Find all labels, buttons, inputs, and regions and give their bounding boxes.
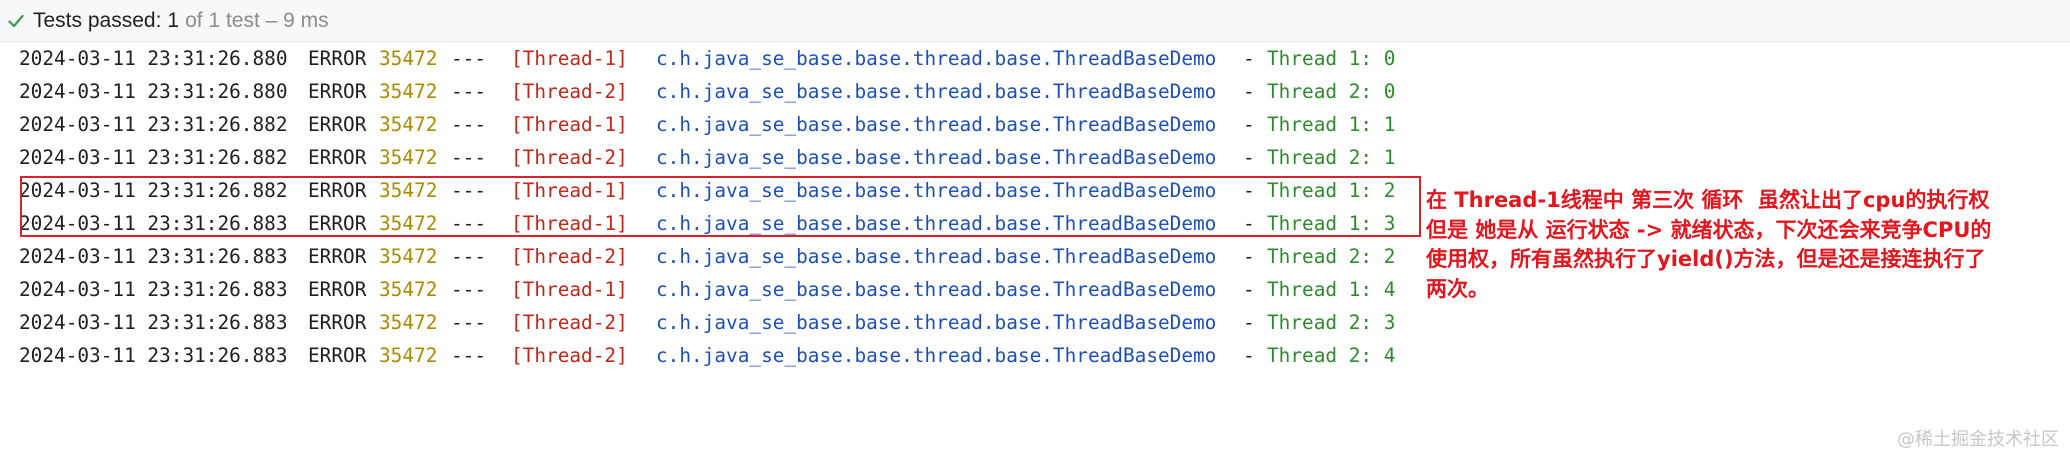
log-logger: c.h.java_se_base.base.thread.base.Thread… xyxy=(656,146,1217,169)
log-separator: --- xyxy=(451,212,487,235)
log-logger: c.h.java_se_base.base.thread.base.Thread… xyxy=(656,311,1217,334)
log-dash: - xyxy=(1243,179,1255,202)
log-dash: - xyxy=(1243,80,1255,103)
log-pid: 35472 xyxy=(379,278,438,301)
log-message: Thread 2: 2 xyxy=(1267,245,1396,268)
log-level: ERROR xyxy=(308,146,367,169)
log-message: Thread 2: 3 xyxy=(1267,311,1396,334)
log-date: 2024-03-11 23:31:26.882 xyxy=(19,146,288,169)
log-message: Thread 1: 4 xyxy=(1267,278,1396,301)
log-date: 2024-03-11 23:31:26.883 xyxy=(19,344,288,367)
log-date: 2024-03-11 23:31:26.882 xyxy=(19,179,288,202)
log-dash: - xyxy=(1243,212,1255,235)
log-pid: 35472 xyxy=(379,179,438,202)
log-level: ERROR xyxy=(308,278,367,301)
log-thread: [Thread-2] xyxy=(511,146,628,169)
log-level: ERROR xyxy=(308,311,367,334)
annotation-note: 在 Thread-1线程中 第三次 循环 虽然让出了cpu的执行权 但是 她是从… xyxy=(1426,186,2066,304)
annotation-line: 但是 她是从 运行状态 -> 就绪状态，下次还会来竞争CPU的 xyxy=(1426,217,1992,242)
log-message: Thread 1: 1 xyxy=(1267,113,1396,136)
log-date: 2024-03-11 23:31:26.883 xyxy=(19,245,288,268)
log-message: Thread 1: 2 xyxy=(1267,179,1396,202)
log-dash: - xyxy=(1243,245,1255,268)
log-separator: --- xyxy=(451,80,487,103)
annotation-line: 在 Thread-1线程中 第三次 循环 虽然让出了cpu的执行权 xyxy=(1426,188,1990,212)
log-separator: --- xyxy=(451,47,487,70)
log-level: ERROR xyxy=(308,245,367,268)
log-message: Thread 2: 1 xyxy=(1267,146,1396,169)
log-level: ERROR xyxy=(308,80,367,103)
log-pid: 35472 xyxy=(379,344,438,367)
tests-duration-detail: of 1 test – 9 ms xyxy=(185,8,329,32)
log-thread: [Thread-1] xyxy=(511,212,628,235)
test-status-bar: Tests passed: 1 of 1 test – 9 ms xyxy=(0,0,2070,42)
log-thread: [Thread-2] xyxy=(511,344,628,367)
log-date: 2024-03-11 23:31:26.883 xyxy=(19,311,288,334)
log-logger: c.h.java_se_base.base.thread.base.Thread… xyxy=(656,47,1217,70)
log-date: 2024-03-11 23:31:26.882 xyxy=(19,113,288,136)
tests-passed-count: 1 xyxy=(167,8,180,32)
log-message: Thread 2: 0 xyxy=(1267,80,1396,103)
log-level: ERROR xyxy=(308,179,367,202)
log-logger: c.h.java_se_base.base.thread.base.Thread… xyxy=(656,179,1217,202)
log-logger: c.h.java_se_base.base.thread.base.Thread… xyxy=(656,278,1217,301)
log-logger: c.h.java_se_base.base.thread.base.Thread… xyxy=(656,344,1217,367)
log-dash: - xyxy=(1243,344,1255,367)
log-pid: 35472 xyxy=(379,80,438,103)
log-dash: - xyxy=(1243,113,1255,136)
log-dash: - xyxy=(1243,47,1255,70)
log-date: 2024-03-11 23:31:26.883 xyxy=(19,212,288,235)
log-dash: - xyxy=(1243,146,1255,169)
log-thread: [Thread-1] xyxy=(511,47,628,70)
log-date: 2024-03-11 23:31:26.880 xyxy=(19,80,288,103)
tests-passed-label: Tests passed: xyxy=(33,8,162,32)
watermark: @稀土掘金技术社区 xyxy=(1897,429,2059,450)
log-message: Thread 2: 4 xyxy=(1267,344,1396,367)
log-logger: c.h.java_se_base.base.thread.base.Thread… xyxy=(656,212,1217,235)
log-message: Thread 1: 0 xyxy=(1267,47,1396,70)
log-thread: [Thread-1] xyxy=(511,113,628,136)
log-logger: c.h.java_se_base.base.thread.base.Thread… xyxy=(656,245,1217,268)
log-dash: - xyxy=(1243,311,1255,334)
log-pid: 35472 xyxy=(379,311,438,334)
log-separator: --- xyxy=(451,311,487,334)
log-thread: [Thread-1] xyxy=(511,179,628,202)
log-level: ERROR xyxy=(308,344,367,367)
log-pid: 35472 xyxy=(379,245,438,268)
log-thread: [Thread-2] xyxy=(511,311,628,334)
log-logger: c.h.java_se_base.base.thread.base.Thread… xyxy=(656,80,1217,103)
log-separator: --- xyxy=(451,179,487,202)
log-message: Thread 1: 3 xyxy=(1267,212,1396,235)
log-thread: [Thread-2] xyxy=(511,245,628,268)
log-pid: 35472 xyxy=(379,146,438,169)
log-separator: --- xyxy=(451,344,487,367)
annotation-line: 两次。 xyxy=(1426,276,1489,301)
log-thread: [Thread-2] xyxy=(511,80,628,103)
highlight-box xyxy=(20,176,1421,237)
log-dash: - xyxy=(1243,278,1255,301)
log-separator: --- xyxy=(451,278,487,301)
log-pid: 35472 xyxy=(379,212,438,235)
annotation-line: 使用权，所有虽然执行了yield()方法，但是还是接连执行了 xyxy=(1426,247,1986,271)
log-level: ERROR xyxy=(308,113,367,136)
log-separator: --- xyxy=(451,146,487,169)
log-level: ERROR xyxy=(308,212,367,235)
log-separator: --- xyxy=(451,113,487,136)
log-separator: --- xyxy=(451,245,487,268)
log-pid: 35472 xyxy=(379,47,438,70)
log-level: ERROR xyxy=(308,47,367,70)
log-pid: 35472 xyxy=(379,113,438,136)
log-date: 2024-03-11 23:31:26.883 xyxy=(19,278,288,301)
check-icon xyxy=(8,10,24,32)
log-logger: c.h.java_se_base.base.thread.base.Thread… xyxy=(656,113,1217,136)
log-date: 2024-03-11 23:31:26.880 xyxy=(19,47,288,70)
log-thread: [Thread-1] xyxy=(511,278,628,301)
